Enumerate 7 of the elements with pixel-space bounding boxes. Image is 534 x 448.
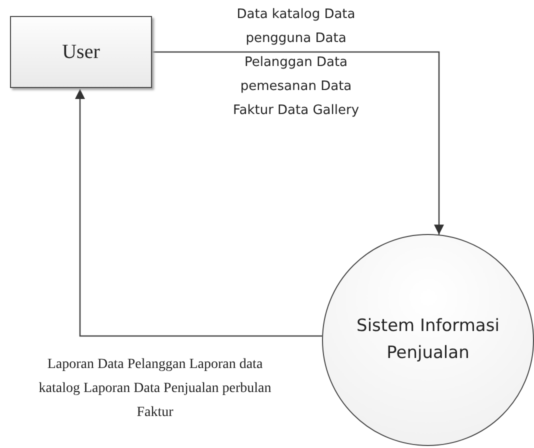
node-label: User [62, 40, 100, 64]
arrow [152, 51, 444, 235]
entity-box [10, 16, 152, 88]
node-label: Sistem Informasi Penjualan [356, 314, 500, 365]
edge-label: Data katalog Data pengguna Data Pelanggan Data pemesanan Data Faktur Data Gallery [232, 6, 360, 120]
edge-label: Laporan Data Pelanggan Laporan data katalog Laporan Data Penjualan perbulan Faktur [38, 356, 272, 422]
arrow [75, 89, 322, 337]
